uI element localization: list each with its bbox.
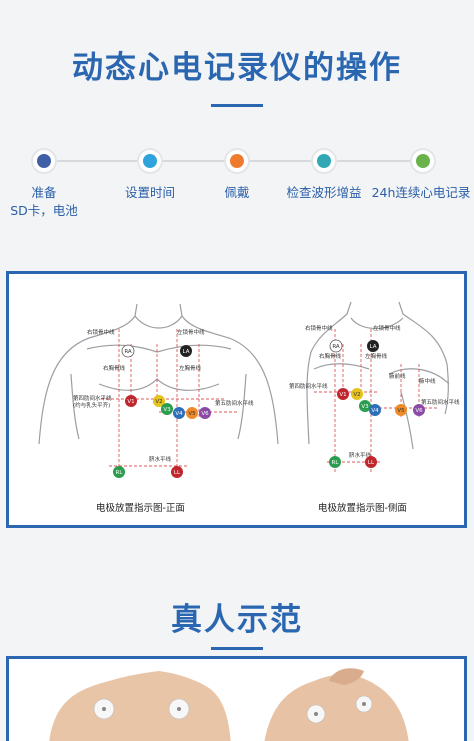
electrode-v3 [359,400,371,412]
svg-text:RL: RL [116,470,124,476]
front-label-fifth-intercostal: 第五肋间水平线 [215,399,254,407]
front-label-right-sternal: 右胸骨线 [103,364,126,372]
front-label-left-sternal: 左胸骨线 [179,364,202,372]
electrode-v4 [173,407,185,419]
electrode-la [180,345,192,357]
demo-photo-left-skin [49,671,231,741]
front-label-navel-line: 脐水平线 [149,455,172,463]
timeline-node-record [412,150,434,172]
svg-text:V3: V3 [163,407,171,413]
electrode-v5 [395,404,407,416]
electrode-v1 [125,395,137,407]
front-body-outline [38,303,279,445]
electrode-ll [171,466,183,478]
side-electrodes: RA LA V1 V2 V3 V4 V5 V6 RL LL [329,339,425,468]
svg-text:RA: RA [332,344,340,350]
demo-photo-right-skin [264,674,409,741]
electrode-v6 [413,404,425,416]
svg-text:V5: V5 [397,408,405,414]
svg-text:V4: V4 [175,411,183,417]
electrode-ra [329,339,343,353]
step-label-check: 检查波形增益 [286,185,362,200]
demo-electrode-snaps [102,702,366,716]
side-label-fourth-intercostal: 第四肋间水平线 [289,382,328,390]
side-label-right-sternal: 右胸骨线 [319,352,342,360]
svg-text:V6: V6 [415,408,423,414]
timeline-dot [416,154,430,168]
electrode-v4 [369,404,381,416]
caption-front: 电极放置指示图-正面 [96,503,185,514]
electrode-rl [329,456,341,468]
svg-text:V4: V4 [371,408,379,414]
side-label-axillary: 腋前线 [389,372,406,380]
svg-text:LL: LL [368,460,375,466]
electrode-v6 [199,407,211,419]
side-label-fifth-intercostal: 第五肋间水平线 [421,398,460,406]
electrode-v5 [186,407,198,419]
side-label-left-clavicle: 左锁骨中线 [373,324,401,332]
electrode-v2 [153,395,165,407]
electrode-ra [121,344,135,358]
step-label-prepare: 准备 SD卡，电池 [10,185,78,218]
svg-text:V6: V6 [201,411,209,417]
timeline-dot [230,154,244,168]
title-underline [211,104,263,107]
svg-text:V3: V3 [361,404,369,410]
svg-text:RA: RA [124,349,132,355]
step-label-record: 24h连续心电记录 [371,185,471,200]
svg-text:LA: LA [183,349,190,355]
timeline-dot [317,154,331,168]
demo-photo-right-neck [329,668,364,685]
electrode-la [367,340,379,352]
svg-text:V2: V2 [155,399,162,405]
side-label-mid-axillary: 腋中线 [419,377,436,385]
svg-text:V1: V1 [127,399,134,405]
front-label-fourth-intercostal: 第四肋间水平线 [73,394,112,402]
electrode-v1 [337,388,349,400]
timeline-node-prepare [33,150,55,172]
side-label-left-sternal: 左胸骨线 [365,352,388,360]
step-label-time: 设置时间 [124,185,175,200]
electrode-diagram: 右锁骨中线 左锁骨中线 右胸骨线 左胸骨线 第四肋间水平线 (约与乳头平齐) 第… [38,301,460,478]
front-label-fourth-sub: (约与乳头平齐) [73,401,110,409]
side-body-outline [306,301,450,450]
electrode-v3 [161,403,173,415]
front-label-left-clavicle: 左锁骨中线 [177,328,205,336]
timeline-node-check [313,150,335,172]
page-title: 动态心电记录仪的操作 [72,50,402,86]
front-label-right-clavicle: 右锁骨中线 [87,328,115,336]
demo-photo [9,659,464,741]
demo-photo-frame [6,656,467,741]
timeline-dot [37,154,51,168]
electrode-v2 [351,388,363,400]
caption-side: 电极放置指示图-侧面 [318,503,407,514]
svg-text:LL: LL [174,470,181,476]
timeline-dot [143,154,157,168]
side-label-right-clavicle: 右锁骨中线 [305,324,333,332]
electrode-rl [113,466,125,478]
front-electrodes: RA LA V1 V2 V3 V4 V5 V6 RL LL [113,344,211,478]
step-label-wear: 佩戴 [224,185,250,200]
electrode-diagram-frame: 右锁骨中线 左锁骨中线 右胸骨线 左胸骨线 第四肋间水平线 (约与乳头平齐) 第… [6,271,467,528]
side-label-navel-line: 脐水平线 [349,451,372,459]
timeline-node-wear [226,150,248,172]
svg-text:RL: RL [332,460,340,466]
demo-title-underline [211,647,263,650]
electrode-ll [365,456,377,468]
svg-text:V5: V5 [188,411,196,417]
svg-text:V1: V1 [339,392,346,398]
demo-title: 真人示范 [171,602,303,638]
timeline-node-time [139,150,161,172]
svg-text:V2: V2 [353,392,360,398]
svg-text:LA: LA [370,344,377,350]
